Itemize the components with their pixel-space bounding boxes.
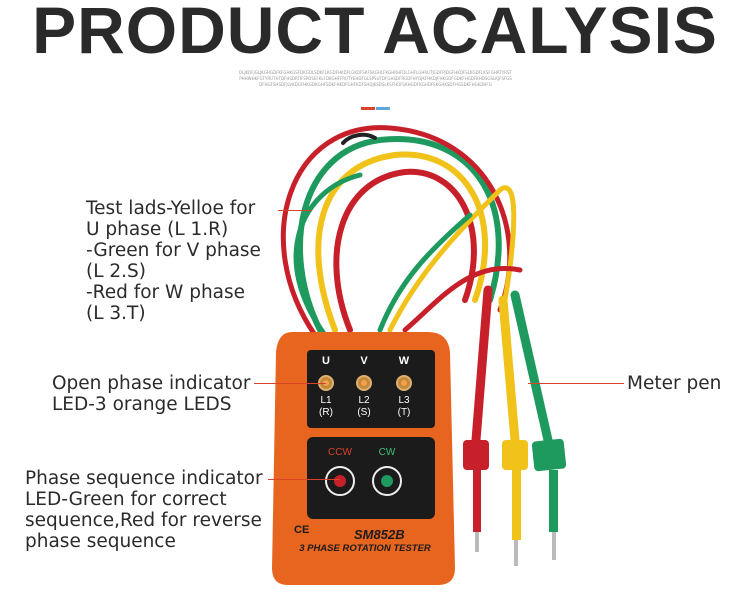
ce-mark: CE bbox=[294, 524, 310, 536]
phase-label-v: V bbox=[360, 355, 368, 367]
tester-device bbox=[272, 332, 455, 585]
probe-pens bbox=[463, 285, 567, 566]
meter-pen-leader bbox=[528, 383, 624, 384]
open-phase-leader bbox=[254, 383, 326, 384]
phase-label-u: U bbox=[322, 355, 330, 367]
test-lead-wires bbox=[280, 125, 523, 338]
device-name: 3 PHASE ROTATION TESTER bbox=[299, 543, 431, 554]
meter-pen-label: Meter pen bbox=[627, 373, 722, 394]
phase-code-s: (S) bbox=[357, 407, 371, 418]
phase-sequence-leader bbox=[268, 479, 340, 480]
open-phase-label: Open phase indicator LED-3 orange LEDS bbox=[52, 373, 251, 415]
phase-line-l3: L3 bbox=[398, 395, 410, 406]
cw-label: CW bbox=[378, 447, 396, 458]
phase-code-r: (R) bbox=[319, 407, 333, 418]
divider-red bbox=[361, 107, 375, 110]
page-title: PRODUCT ACALYSIS bbox=[32, 0, 718, 67]
phase-code-t: (T) bbox=[397, 407, 411, 418]
test-leads-label: Test lads-Yelloe for U phase (L 1.R) -Gr… bbox=[86, 198, 261, 324]
test-leads-leader bbox=[278, 210, 312, 211]
ccw-label: CCW bbox=[328, 447, 352, 458]
phase-label-w: W bbox=[398, 355, 410, 367]
phase-line-l1: L1 bbox=[320, 395, 332, 406]
model-number: SM852B bbox=[354, 527, 405, 542]
divider-blue bbox=[376, 107, 390, 110]
phase-line-l2: L2 bbox=[358, 395, 370, 406]
phase-sequence-label: Phase sequence indicator LED-Green for c… bbox=[25, 468, 263, 552]
header-subtext: DLJKDFJGLJKGHGDFKFGHKGSFDKGDLSDKFLKGDFHK… bbox=[239, 70, 512, 87]
